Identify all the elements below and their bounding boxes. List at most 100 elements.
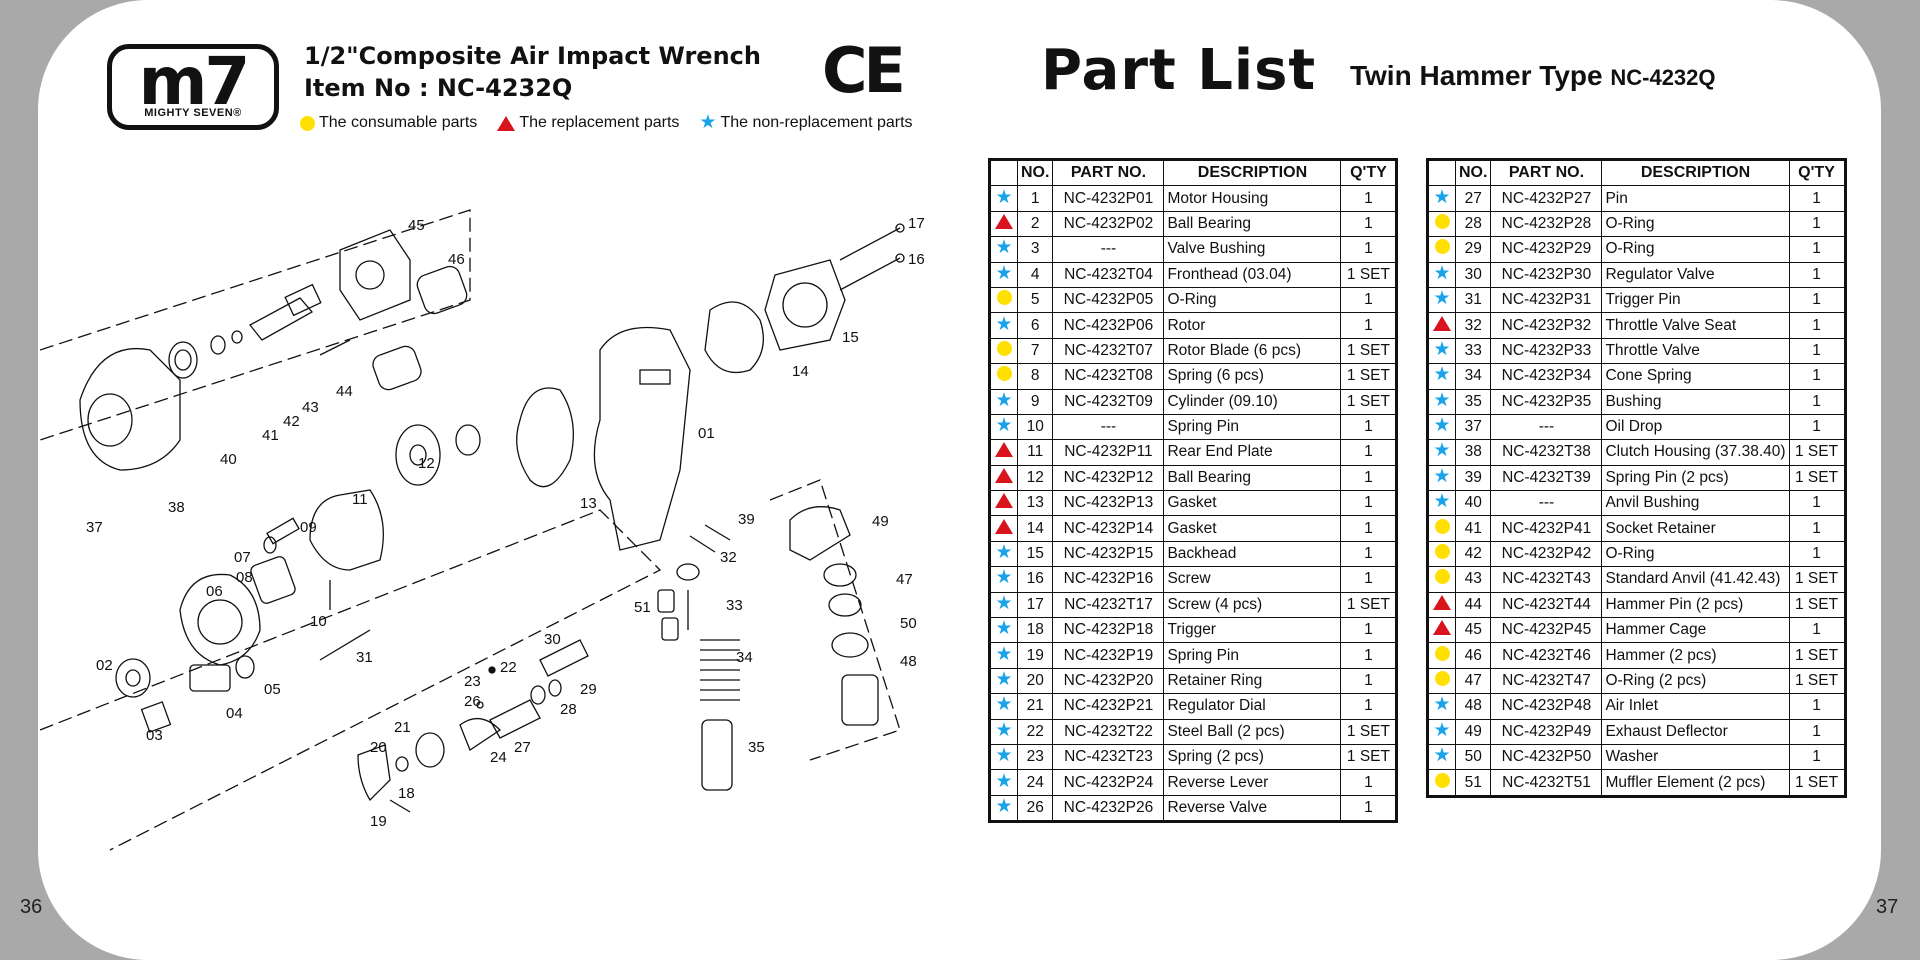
- part-quantity: 1 SET: [1788, 439, 1846, 466]
- part-quantity: 1: [1340, 667, 1398, 695]
- part-description: Spring (6 pcs): [1163, 363, 1342, 390]
- part-callout-label: 20: [370, 739, 387, 756]
- part-quantity: 1: [1788, 312, 1846, 339]
- marker-cell: [1427, 591, 1456, 619]
- part-number-index: 17: [1016, 591, 1054, 619]
- blue-star-icon: ★: [1433, 745, 1451, 767]
- part-number-index: 18: [1016, 617, 1054, 644]
- part-quantity: 1: [1340, 236, 1398, 263]
- part-quantity: 1 SET: [1788, 642, 1846, 669]
- part-number: NC-4232P41: [1490, 515, 1603, 542]
- part-callout-label: 31: [356, 649, 373, 666]
- part-quantity: 1: [1340, 413, 1398, 441]
- legend-label: The consumable parts: [319, 114, 478, 131]
- part-number-index: 9: [1016, 388, 1054, 415]
- column-header: NO.: [1454, 158, 1492, 187]
- part-description: Cone Spring: [1601, 363, 1790, 390]
- part-description: Ball Bearing: [1163, 464, 1342, 492]
- part-number-index: 48: [1454, 693, 1492, 720]
- blue-star-icon: ★: [995, 745, 1013, 767]
- part-description: Exhaust Deflector: [1601, 718, 1790, 745]
- page-number-right: 37: [1876, 896, 1899, 918]
- part-quantity: 1: [1788, 693, 1846, 720]
- part-number-index: 47: [1454, 667, 1492, 695]
- marker-cell: ★: [1427, 185, 1456, 212]
- part-quantity: 1: [1340, 642, 1398, 669]
- legend-item-consumable: The consumable parts: [300, 114, 477, 132]
- part-description: Spring Pin: [1163, 413, 1342, 441]
- part-number: NC-4232T47: [1490, 667, 1603, 695]
- part-description: Muffler Element (2 pcs): [1601, 769, 1790, 797]
- part-description: Bushing: [1601, 388, 1790, 415]
- part-number-index: 43: [1454, 566, 1492, 593]
- parts-legend: The consumable parts The replacement par…: [300, 113, 913, 132]
- part-callout-label: 32: [720, 549, 737, 566]
- part-quantity: 1: [1788, 617, 1846, 644]
- blue-star-icon: ★: [1433, 262, 1451, 284]
- part-quantity: 1: [1788, 363, 1846, 390]
- part-number-index: 13: [1016, 490, 1054, 517]
- marker-cell: ★: [1427, 363, 1456, 390]
- blue-star-icon: ★: [995, 592, 1013, 614]
- part-number: NC-4232P24: [1052, 769, 1165, 796]
- marker-cell: ★: [1427, 261, 1456, 288]
- part-number-index: 3: [1016, 236, 1054, 263]
- marker-cell: [989, 286, 1018, 314]
- part-number: ---: [1490, 413, 1603, 441]
- part-number: NC-4232P29: [1490, 236, 1603, 263]
- part-description: Gasket: [1163, 490, 1342, 517]
- part-description: Reverse Valve: [1163, 794, 1342, 823]
- part-number: NC-4232P48: [1490, 693, 1603, 720]
- part-number-index: 22: [1016, 718, 1054, 745]
- part-quantity: 1 SET: [1340, 337, 1398, 365]
- marker-cell: ★: [1427, 490, 1456, 517]
- part-description: Spring Pin (2 pcs): [1601, 464, 1790, 492]
- part-callout-label: 49: [872, 513, 889, 530]
- part-number: NC-4232P50: [1490, 743, 1603, 771]
- part-number: NC-4232T04: [1052, 261, 1165, 288]
- blue-star-icon: ★: [995, 542, 1013, 564]
- part-number-index: 49: [1454, 718, 1492, 745]
- part-number-index: 33: [1454, 337, 1492, 365]
- red-triangle-icon: [497, 115, 516, 131]
- part-list-title: Part List: [1041, 38, 1317, 103]
- part-callout-label: 43: [302, 399, 319, 416]
- part-number-index: 31: [1454, 286, 1492, 314]
- part-quantity: 1 SET: [1340, 388, 1398, 415]
- part-callout-label: 28: [560, 701, 577, 718]
- part-callout-label: 42: [283, 413, 300, 430]
- part-number-index: 6: [1016, 312, 1054, 339]
- blue-star-icon: ★: [1433, 491, 1451, 513]
- part-quantity: 1: [1788, 718, 1846, 745]
- blue-star-icon: ★: [1433, 389, 1451, 411]
- marker-cell: ★: [989, 718, 1018, 745]
- part-quantity: 1: [1340, 439, 1398, 466]
- marker-cell: ★: [989, 794, 1018, 823]
- part-quantity: 1 SET: [1340, 743, 1398, 771]
- part-number-index: 46: [1454, 642, 1492, 669]
- yellow-circle-icon: [1434, 213, 1450, 229]
- part-quantity: 1 SET: [1788, 566, 1846, 593]
- part-callout-label: 37: [86, 519, 103, 536]
- part-number-index: 24: [1016, 769, 1054, 796]
- part-quantity: 1: [1788, 413, 1846, 441]
- part-number: NC-4232T43: [1490, 566, 1603, 593]
- part-number: NC-4232P33: [1490, 337, 1603, 365]
